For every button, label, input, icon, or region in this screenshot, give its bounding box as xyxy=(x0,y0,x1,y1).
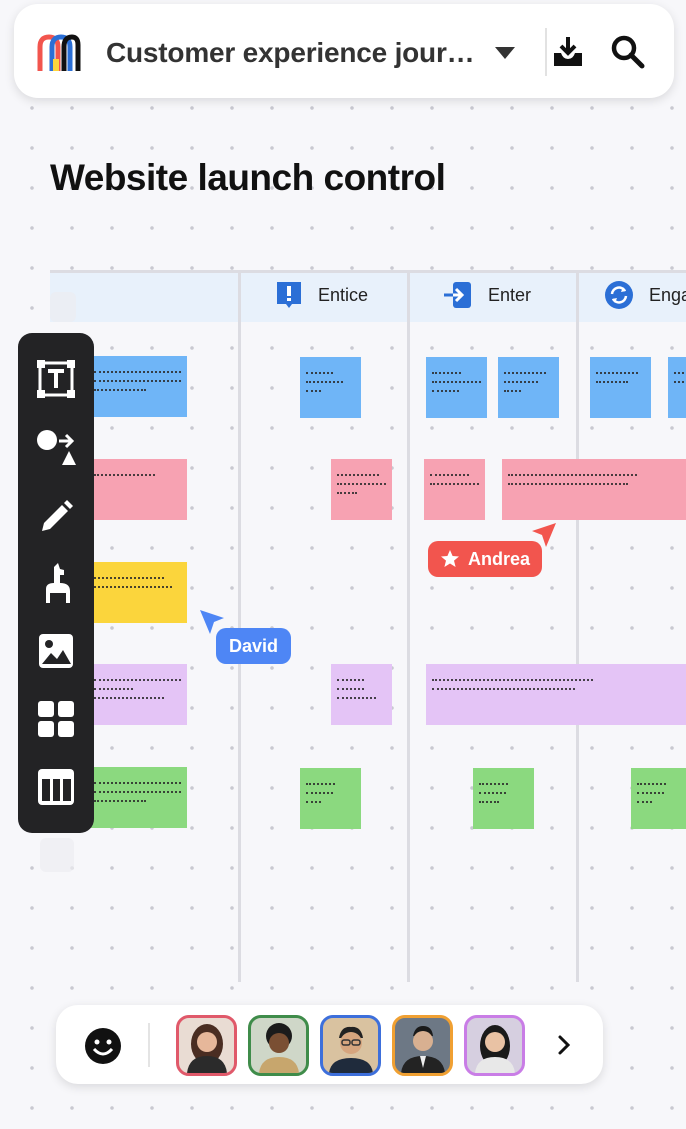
collaborator-name: Andrea xyxy=(468,548,531,569)
avatar[interactable] xyxy=(464,1015,525,1076)
divider xyxy=(148,1023,150,1067)
collaborator-cursor-andrea: Andrea xyxy=(428,541,543,577)
sticky-note[interactable] xyxy=(88,562,187,623)
board-title[interactable]: Customer experience jour… xyxy=(106,37,475,68)
sticky-note[interactable] xyxy=(590,357,651,418)
avatar[interactable] xyxy=(176,1015,237,1076)
sticky-note[interactable] xyxy=(668,357,686,418)
text-icon[interactable] xyxy=(32,355,80,403)
sticky-note[interactable] xyxy=(498,357,559,418)
sticky-note[interactable] xyxy=(300,357,361,418)
collaboration-bar xyxy=(56,1005,603,1084)
column-header-row xyxy=(50,270,686,322)
sticky-note[interactable] xyxy=(426,357,487,418)
templates-icon[interactable] xyxy=(32,695,80,743)
refresh-icon xyxy=(604,280,634,310)
sticky-note[interactable] xyxy=(88,767,187,828)
creation-toolbar xyxy=(18,333,94,833)
enter-arrow-icon xyxy=(443,280,473,310)
column-label-engage[interactable]: Enga xyxy=(649,285,686,305)
sticky-note[interactable] xyxy=(331,459,392,520)
collaborator-name: David xyxy=(229,635,279,656)
sticky-note[interactable] xyxy=(426,664,686,725)
canvas-shape xyxy=(40,838,74,872)
star-icon xyxy=(441,550,459,567)
sticky-note[interactable] xyxy=(331,664,392,725)
image-icon[interactable] xyxy=(32,627,80,675)
avatar[interactable] xyxy=(320,1015,381,1076)
column-label-enter[interactable]: Enter xyxy=(488,285,532,305)
pen-icon[interactable] xyxy=(32,491,80,539)
canvas-shape xyxy=(50,292,76,322)
sticky-note[interactable] xyxy=(88,356,187,417)
llama-icon[interactable] xyxy=(32,559,80,607)
column-divider xyxy=(576,270,579,982)
divider xyxy=(545,28,547,76)
column-divider xyxy=(238,270,241,982)
sticky-note[interactable] xyxy=(631,768,686,829)
avatar[interactable] xyxy=(392,1015,453,1076)
sticky-note[interactable] xyxy=(88,459,187,520)
avatar[interactable] xyxy=(248,1015,309,1076)
exclamation-icon xyxy=(274,280,304,310)
cursor-arrow-icon xyxy=(200,610,224,634)
column-label-entice[interactable]: Entice xyxy=(318,285,369,305)
sticky-note[interactable] xyxy=(502,459,686,520)
sticky-note[interactable] xyxy=(473,768,534,829)
column-divider xyxy=(407,270,410,982)
emoji-icon[interactable] xyxy=(84,1027,122,1065)
board-header: Customer experience jour… xyxy=(14,4,674,98)
sticky-note[interactable] xyxy=(88,664,187,725)
cursor-arrow-icon xyxy=(532,523,556,547)
page-title: Website launch control xyxy=(50,157,446,198)
miro-logo[interactable] xyxy=(36,33,82,73)
table-icon[interactable] xyxy=(32,763,80,811)
download-icon[interactable] xyxy=(548,32,588,72)
shapes-icon[interactable] xyxy=(32,423,80,471)
collaborator-cursor-david: David xyxy=(216,628,292,664)
caret-down-icon[interactable] xyxy=(492,42,518,64)
sticky-note[interactable] xyxy=(424,459,485,520)
search-icon[interactable] xyxy=(608,32,648,72)
sticky-note[interactable] xyxy=(300,768,361,829)
chevron-right-icon[interactable] xyxy=(550,1031,578,1059)
